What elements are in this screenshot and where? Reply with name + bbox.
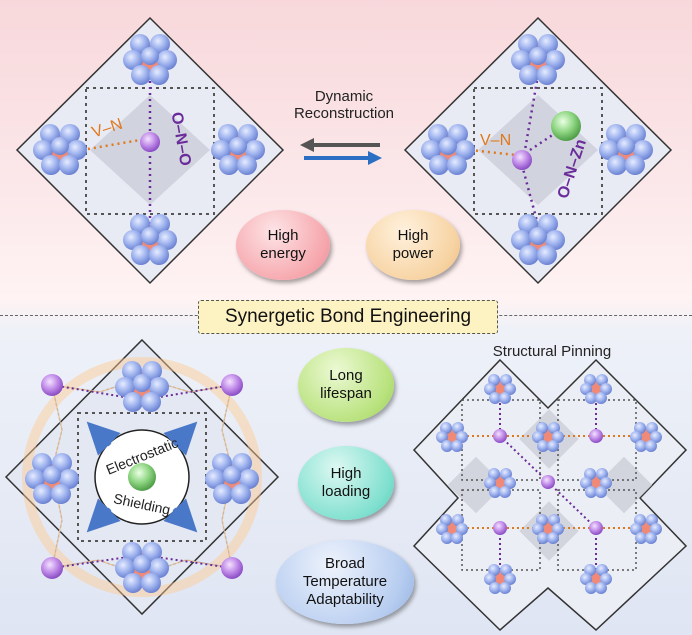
badge-broad-line1: Broad	[324, 555, 366, 572]
badge-high-energy-line1: High	[267, 227, 299, 244]
bottom-left-structure	[4, 338, 280, 616]
badge-high-power-line1: High	[397, 227, 429, 244]
badge-broad-line3: Adaptability	[306, 591, 384, 608]
right-vn-label: V–N	[480, 132, 512, 149]
pinning-lattice	[412, 358, 688, 632]
badge-long-lifespan: Long lifespan	[298, 348, 394, 422]
badge-long-lifespan-line1: Long	[329, 367, 363, 384]
reconstruction-label-line1: Dynamic	[314, 88, 374, 105]
badge-long-lifespan-line2: lifespan	[320, 385, 372, 402]
top-right-structure	[403, 16, 673, 285]
badge-high-power-line2: power	[392, 245, 434, 262]
reconstruction-label: Dynamic Reconstruction	[282, 88, 406, 123]
reconstruction-arrows	[300, 138, 382, 165]
reconstruction-label-line2: Reconstruction	[293, 105, 395, 123]
badge-broad-temperature: Broad Temperature Adaptability	[276, 540, 414, 624]
badge-high-loading-line1: High	[330, 465, 362, 482]
badge-high-loading: High loading	[298, 446, 394, 520]
badge-high-loading-line2: loading	[321, 483, 371, 500]
pinning-title: Structural Pinning	[492, 343, 612, 360]
banner-title: Synergetic Bond Engineering	[198, 300, 498, 334]
top-left-structure	[15, 16, 285, 285]
badge-broad-line2: Temperature	[302, 573, 388, 590]
badge-high-power: High power	[366, 210, 460, 280]
badge-high-energy: High energy	[236, 210, 330, 280]
badge-high-energy-line2: energy	[260, 245, 306, 262]
